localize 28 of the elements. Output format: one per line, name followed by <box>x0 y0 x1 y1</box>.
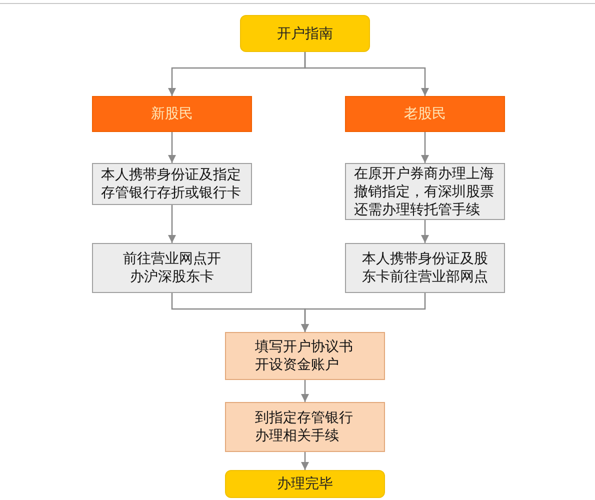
box-text: 老股民 <box>404 105 446 123</box>
box-text: 办理完毕 <box>277 475 333 493</box>
box-text: 本人携带身份证及指定存管银行存折或银行卡 <box>101 166 242 202</box>
category-box <box>92 96 252 132</box>
start-box <box>240 15 370 52</box>
arrow <box>168 205 176 243</box>
step-box <box>225 332 385 380</box>
step-box <box>92 243 252 293</box>
box-text: 在原开户券商办理上海撤销指定，有深圳股票还需办理转托管手续 <box>354 164 495 218</box>
arrow <box>421 132 429 163</box>
box-text: 前往营业网点开办沪深股东卡 <box>122 250 222 286</box>
step-box <box>345 163 505 220</box>
arrow <box>301 293 426 332</box>
arrow <box>301 452 309 470</box>
box-text: 本人携带身份证及股东卡前往营业部网点 <box>361 250 489 286</box>
step-box <box>345 243 505 293</box>
arrow <box>421 220 429 243</box>
box-text: 开户指南 <box>277 24 333 42</box>
category-box <box>345 96 505 132</box>
box-text: 到指定存管银行办理相关手续 <box>255 409 354 445</box>
step-box <box>225 402 385 452</box>
box-text: 填写开户协议书开设资金账户 <box>255 338 354 374</box>
box-text: 新股民 <box>151 105 193 123</box>
step-box <box>92 163 252 205</box>
end-box <box>225 470 385 498</box>
arrow <box>168 132 176 163</box>
arrow <box>301 380 309 402</box>
arrow <box>304 52 429 96</box>
